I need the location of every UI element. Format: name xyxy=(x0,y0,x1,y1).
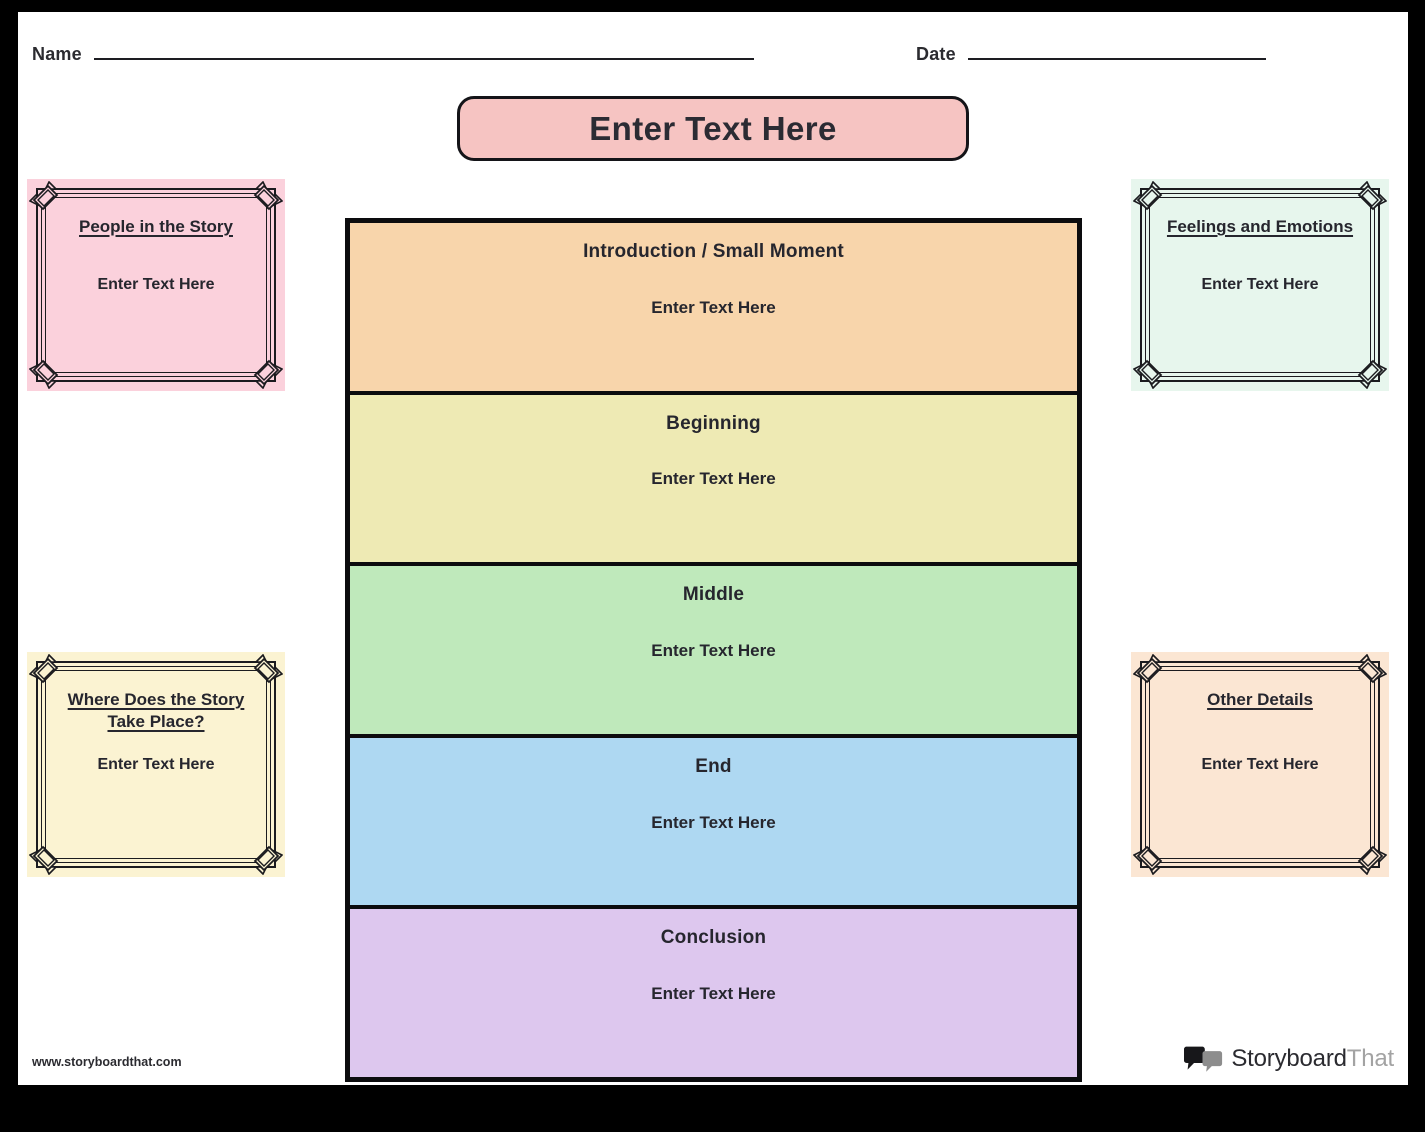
corner-ornament-icon xyxy=(243,835,283,875)
corner-ornament-icon xyxy=(1347,349,1387,389)
stage-title: Beginning xyxy=(666,412,761,434)
date-input-line[interactable] xyxy=(967,42,1266,60)
side-card-text-placeholder[interactable]: Enter Text Here xyxy=(1201,276,1319,293)
corner-ornament-icon xyxy=(243,349,283,389)
stage-title: End xyxy=(695,755,732,777)
stage-text-placeholder[interactable]: Enter Text Here xyxy=(651,984,776,1004)
corner-ornament-icon xyxy=(1347,835,1387,875)
side-card-text-placeholder[interactable]: Enter Text Here xyxy=(97,276,215,293)
side-card-title: Other Details xyxy=(1207,690,1313,709)
stage-title: Middle xyxy=(682,584,745,606)
logo-word-that: That xyxy=(1346,1045,1394,1072)
logo-wordmark: StoryboardThat xyxy=(1231,1045,1394,1073)
corner-ornament-icon xyxy=(29,835,69,875)
worksheet-page: Name Date Enter Text Here Introduction /… xyxy=(18,12,1408,1085)
corner-ornament-icon xyxy=(1133,181,1173,221)
corner-ornament-icon xyxy=(29,181,69,221)
side-card-text-placeholder[interactable]: Enter Text Here xyxy=(1201,755,1319,773)
stage-text-placeholder[interactable]: Enter Text Here xyxy=(651,469,776,489)
stage-text-placeholder[interactable]: Enter Text Here xyxy=(651,812,776,832)
storyboardthat-logo: StoryboardThat xyxy=(1182,1045,1394,1073)
side-card-text-placeholder[interactable]: Enter Text Here xyxy=(97,755,215,773)
corner-ornament-icon xyxy=(1133,835,1173,875)
date-field-row: Date xyxy=(916,42,1266,65)
stage-title: Introduction / Small Moment xyxy=(583,241,844,262)
speech-bubbles-icon xyxy=(1184,1046,1223,1072)
corner-ornament-icon xyxy=(1347,181,1387,221)
corner-ornament-icon xyxy=(29,349,69,389)
name-field-row: Name xyxy=(32,42,754,65)
corner-ornament-icon xyxy=(1133,654,1173,694)
stage-text-placeholder[interactable]: Enter Text Here xyxy=(651,640,776,660)
side-card-title: Feelings and Emotions xyxy=(1166,217,1354,236)
corner-ornament-icon xyxy=(1133,349,1173,389)
corner-ornament-icon xyxy=(1347,654,1387,694)
side-card-setting[interactable]: Where Does the Story Take Place? Enter Te… xyxy=(27,652,285,877)
side-card-inner: Where Does the Story Take Place? Enter Te… xyxy=(29,654,283,875)
worksheet-title-banner[interactable]: Enter Text Here xyxy=(457,96,969,161)
corner-ornament-icon xyxy=(243,181,283,221)
side-card-title: Where Does the Story Take Place? xyxy=(67,690,245,731)
corner-ornament-icon xyxy=(243,654,283,694)
worksheet-title-text: Enter Text Here xyxy=(589,109,837,147)
footer-website-url: www.storyboardthat.com xyxy=(32,1055,182,1069)
stage-text-placeholder[interactable]: Enter Text Here xyxy=(651,297,776,317)
name-input-line[interactable] xyxy=(93,42,754,60)
date-label: Date xyxy=(916,44,956,64)
corner-ornament-icon xyxy=(29,654,69,694)
name-label: Name xyxy=(32,44,82,64)
stage-title: Conclusion xyxy=(660,927,767,949)
logo-word-storyboard: Storyboard xyxy=(1231,1045,1347,1072)
side-card-title: People in the Story xyxy=(79,217,233,236)
